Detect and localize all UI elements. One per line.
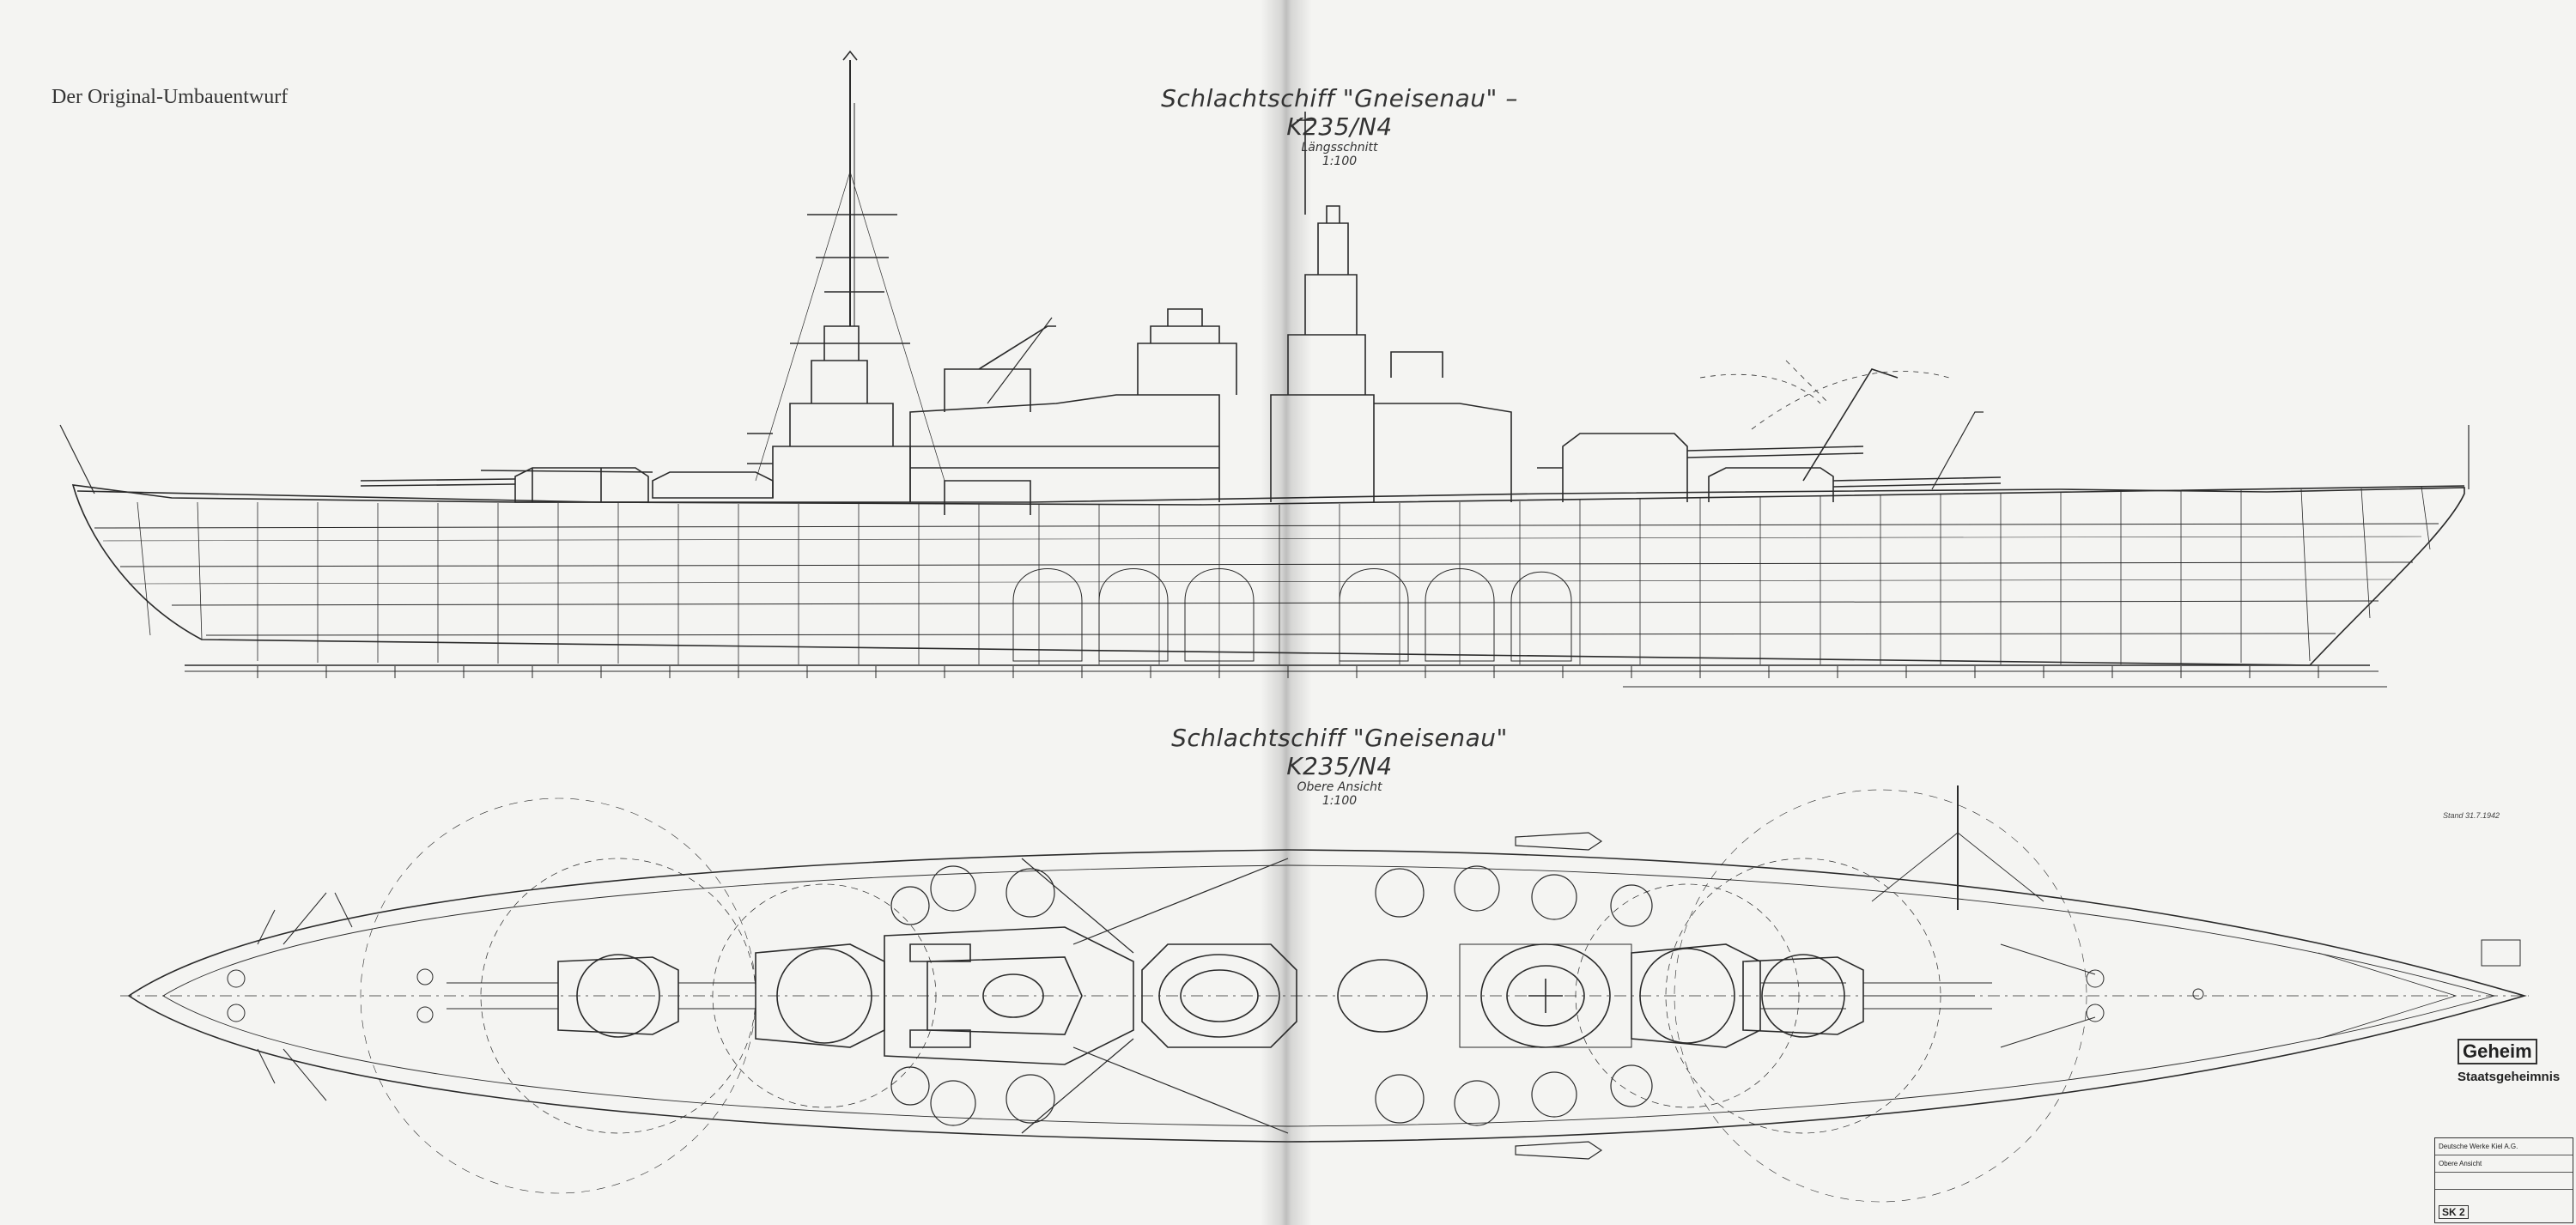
state-secret-label: Staatsgeheimnis xyxy=(2458,1070,2561,1084)
profile-foremast xyxy=(755,50,945,482)
profile-turret-a xyxy=(360,467,649,503)
plan-quarterdeck xyxy=(2000,939,2521,1048)
title-block-row xyxy=(2435,1173,2573,1190)
plan-title: Schlachtschiff "Gneisenau" K235/N4 xyxy=(1171,724,1508,780)
profile-aft-tower xyxy=(1270,112,1512,502)
profile-scale: 1:100 xyxy=(1321,155,1358,168)
profile-midships xyxy=(909,308,1237,515)
plan-turret-c xyxy=(1575,883,1846,1108)
plan-catapults xyxy=(1021,858,1289,1134)
plan-subtitle: Obere Ansicht xyxy=(1297,780,1382,794)
secret-label: Geheim xyxy=(2458,1039,2537,1064)
profile-view xyxy=(59,50,2470,688)
profile-subtitle: Längsschnitt xyxy=(1301,141,1378,155)
profile-bow-staff xyxy=(59,424,95,494)
plan-funnel xyxy=(1141,943,1428,1048)
profile-title-block: Schlachtschiff "Gneisenau" – K235/N4 Län… xyxy=(1142,84,1537,168)
profile-turret-b xyxy=(480,470,774,499)
plan-turret-d xyxy=(1665,858,1992,1134)
plan-forward-superstructure xyxy=(884,926,1134,1065)
profile-turret-d xyxy=(1708,467,2002,502)
title-block-row: Obere Ansicht xyxy=(2435,1155,2573,1173)
plan-forecastle xyxy=(227,892,434,1101)
plan-title-block: Schlachtschiff "Gneisenau" K235/N4 Obere… xyxy=(1142,724,1537,808)
title-block-row: Deutsche Werke Kiel A.G. xyxy=(2435,1138,2573,1155)
profile-upper-deck xyxy=(76,485,2465,506)
page-caption: Der Original-Umbauentwurf xyxy=(52,86,289,108)
secret-stamp: Geheim Staatsgeheimnis xyxy=(2458,1039,2573,1084)
plan-aft-tower xyxy=(1459,943,1632,1048)
plan-hull xyxy=(127,849,2527,1143)
drawing-date-note: Stand 31.7.1942 xyxy=(2443,811,2500,820)
profile-title: Schlachtschiff "Gneisenau" – K235/N4 xyxy=(1161,84,1518,141)
profile-hull xyxy=(71,484,2465,666)
profile-turret-c xyxy=(1537,433,1864,502)
plan-boats xyxy=(1515,832,1603,1160)
plan-secondary-guns xyxy=(890,865,1653,1126)
drawing-title-block: Deutsche Werke Kiel A.G. Obere Ansicht S… xyxy=(2434,1137,2573,1223)
plan-view xyxy=(120,785,2529,1203)
sheet-number: SK 2 xyxy=(2439,1205,2469,1219)
profile-forward-superstructure xyxy=(747,325,911,502)
book-gutter xyxy=(1261,0,1312,1225)
plan-scale: 1:100 xyxy=(1321,794,1358,808)
